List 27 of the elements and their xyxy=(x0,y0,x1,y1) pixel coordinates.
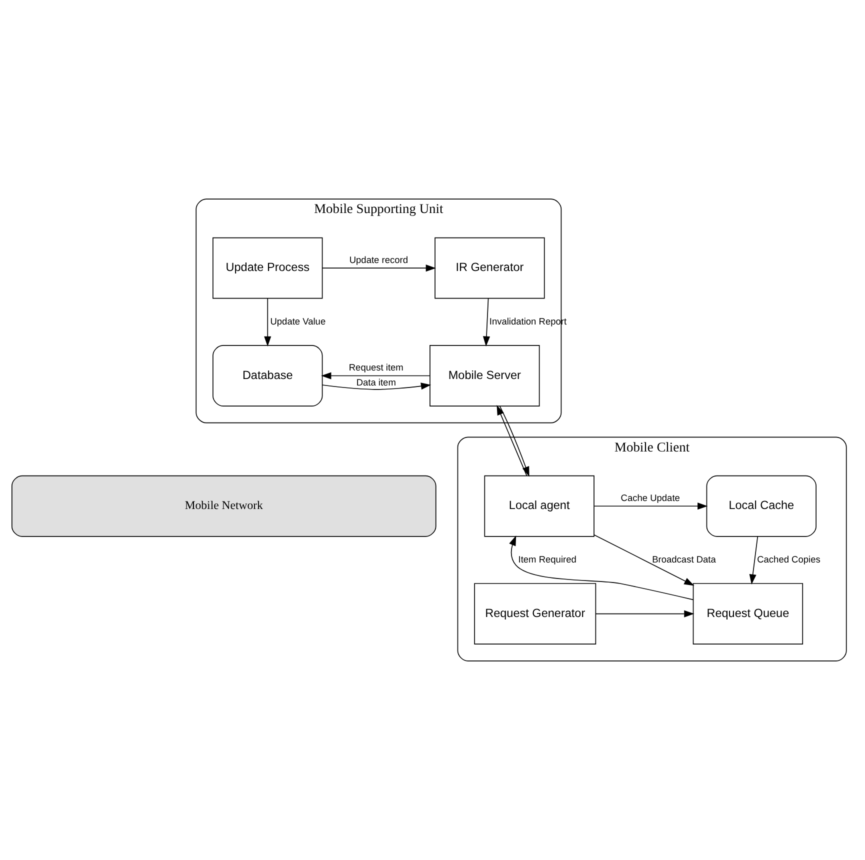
arrow xyxy=(482,298,490,346)
edge-label: Update record xyxy=(349,254,408,265)
edge-label: Update Value xyxy=(270,316,326,326)
edge-label: Broadcast Data xyxy=(652,554,716,564)
edge-label: Cached Copies xyxy=(757,554,820,564)
arrow xyxy=(594,534,694,586)
arrow xyxy=(595,610,694,618)
node-box: Mobile Server xyxy=(430,345,540,406)
edge-label: Cache Update xyxy=(620,492,680,503)
node-box: IR Generator xyxy=(434,237,545,299)
node-box: Update Process xyxy=(212,237,323,299)
edge-label: Item Required xyxy=(518,554,576,564)
arrow xyxy=(321,372,430,380)
arrow xyxy=(322,382,432,390)
node-box: Local Cache xyxy=(706,475,816,537)
node-box: Request Queue xyxy=(692,583,804,644)
arrow xyxy=(322,264,436,272)
node-box: Local agent xyxy=(484,475,594,537)
arrow xyxy=(509,536,694,600)
edge-label: Data item xyxy=(356,378,396,388)
node-box: Request Generator xyxy=(474,583,596,644)
node-box: Mobile Network xyxy=(11,475,436,537)
arrow xyxy=(594,502,708,510)
arrow xyxy=(264,298,272,346)
edge-label: Request item xyxy=(348,362,404,373)
arrow xyxy=(749,536,758,584)
node-box: Database xyxy=(212,345,323,406)
